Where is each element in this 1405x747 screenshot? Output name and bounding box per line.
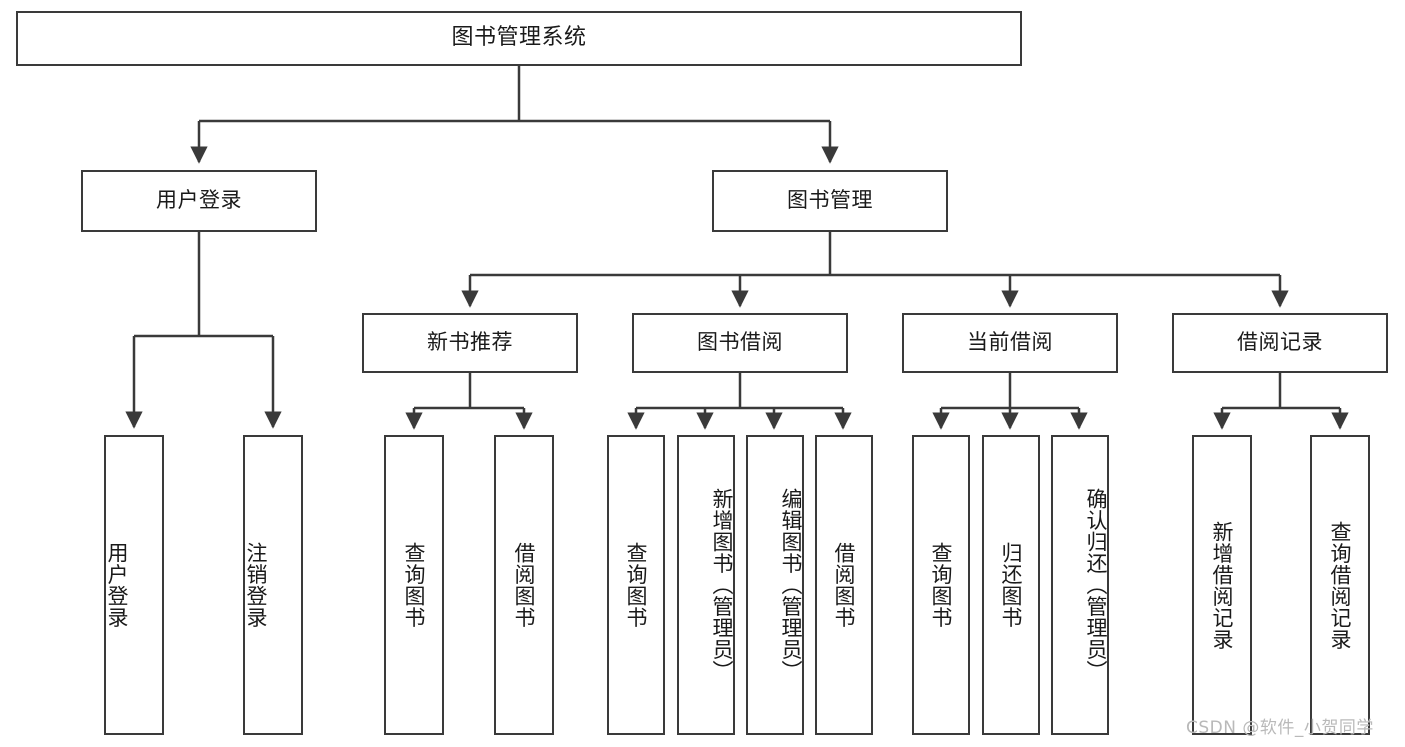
node-user-login[interactable]: 用户登录: [81, 170, 317, 232]
leaf-new-book-query[interactable]: 查询图书: [384, 435, 444, 735]
leaf-borrow-edit-book-admin[interactable]: 编辑图书（管理员）: [746, 435, 804, 735]
leaf-current-query-book[interactable]: 查询图书: [912, 435, 970, 735]
node-root-system[interactable]: 图书管理系统: [16, 11, 1022, 66]
leaf-record-add-record[interactable]: 新增借阅记录: [1192, 435, 1252, 735]
leaf-user-login-signout[interactable]: 注销登录: [243, 435, 303, 735]
csdn-watermark: CSDN @软件_小贺同学: [1186, 718, 1374, 738]
leaf-borrow-add-book-admin[interactable]: 新增图书（管理员）: [677, 435, 735, 735]
leaf-current-return-book[interactable]: 归还图书: [982, 435, 1040, 735]
leaf-borrow-query-book[interactable]: 查询图书: [607, 435, 665, 735]
leaf-record-query-record[interactable]: 查询借阅记录: [1310, 435, 1370, 735]
node-current-borrow[interactable]: 当前借阅: [902, 313, 1118, 373]
leaf-user-login-signin[interactable]: 用户登录: [104, 435, 164, 735]
leaf-new-book-borrow[interactable]: 借阅图书: [494, 435, 554, 735]
leaf-current-confirm-return-admin[interactable]: 确认归还（管理员）: [1051, 435, 1109, 735]
node-new-book-recommend[interactable]: 新书推荐: [362, 313, 578, 373]
node-book-management[interactable]: 图书管理: [712, 170, 948, 232]
node-book-borrow[interactable]: 图书借阅: [632, 313, 848, 373]
leaf-borrow-borrow-book[interactable]: 借阅图书: [815, 435, 873, 735]
node-borrow-record[interactable]: 借阅记录: [1172, 313, 1388, 373]
